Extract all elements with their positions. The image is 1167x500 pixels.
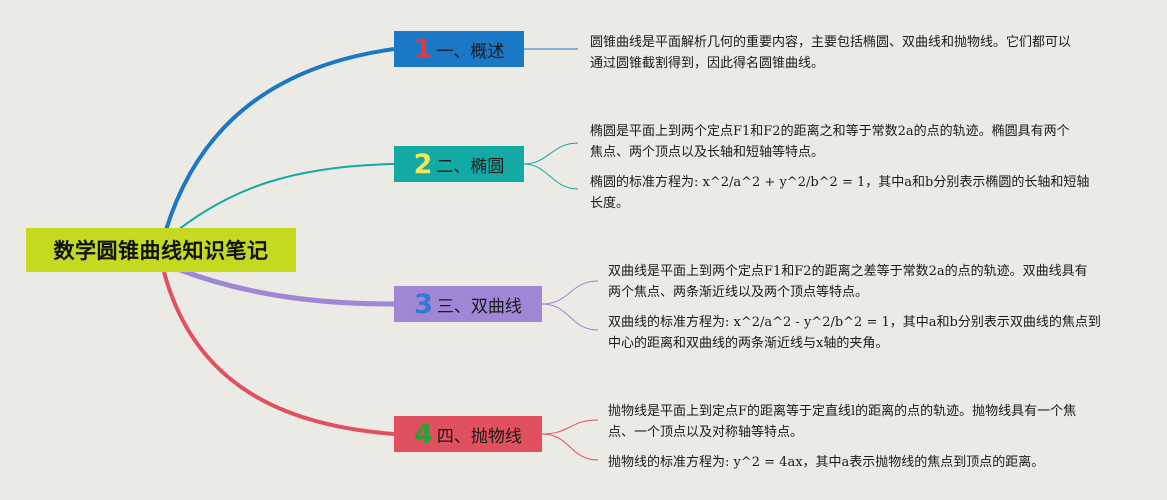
branch-ellipse[interactable]: 2 二、椭圆 [394, 146, 524, 182]
branch-label: 二、椭圆 [436, 156, 505, 177]
note-hyperbola-equation: 双曲线的标准方程为: x^2/a^2 - y^2/b^2 = 1，其中a和b分别… [608, 315, 1101, 351]
note-hyperbola-definition: 双曲线是平面上到两个定点F1和F2的距离之差等于常数2a的点的轨迹。双曲线具有两… [608, 264, 1088, 300]
branch-number: 2 [413, 148, 433, 180]
note-parabola-definition: 抛物线是平面上到定点F的距离等于定直线l的距离的点的轨迹。抛物线具有一个焦点、一… [608, 404, 1077, 440]
note-ellipse-equation: 椭圆的标准方程为: x^2/a^2 + y^2/b^2 = 1，其中a和b分别表… [590, 175, 1090, 211]
link-branch4-note2 [541, 433, 599, 461]
note-parabola-equation: 抛物线的标准方程为: y^2 = 4ax，其中a表示抛物线的焦点到顶点的距离。 [608, 455, 1045, 470]
link-root-branch1 [164, 47, 395, 231]
link-root-branch2 [177, 163, 395, 231]
link-branch3-note2 [541, 303, 599, 331]
branch-overview[interactable]: 1 一、概述 [394, 31, 524, 67]
note-overview: 圆锥曲线是平面解析几何的重要内容，主要包括椭圆、双曲线和抛物线。它们都可以通过圆… [590, 35, 1072, 71]
branch-number: 3 [414, 288, 433, 320]
link-branch2-note2 [523, 163, 579, 190]
branch-label: 四、抛物线 [436, 426, 522, 447]
branch-label: 一、概述 [436, 41, 505, 62]
root-topic[interactable]: 数学圆锥曲线知识笔记 [26, 228, 296, 272]
branch-label: 三、双曲线 [436, 296, 522, 317]
branch-number: 1 [413, 33, 433, 65]
link-root-branch3 [179, 267, 395, 307]
note-ellipse-definition: 椭圆是平面上到两个定点F1和F2的距离之和等于常数2a的点的轨迹。椭圆具有两个焦… [590, 124, 1070, 160]
branch-number: 4 [414, 418, 433, 450]
link-root-branch4 [162, 271, 395, 436]
branch-hyperbola[interactable]: 3 三、双曲线 [394, 286, 542, 322]
branch-parabola[interactable]: 4 四、抛物线 [394, 416, 542, 452]
link-branch2-note1 [523, 142, 579, 165]
link-branch3-note1 [541, 280, 599, 305]
link-branch4-note1 [541, 419, 599, 435]
